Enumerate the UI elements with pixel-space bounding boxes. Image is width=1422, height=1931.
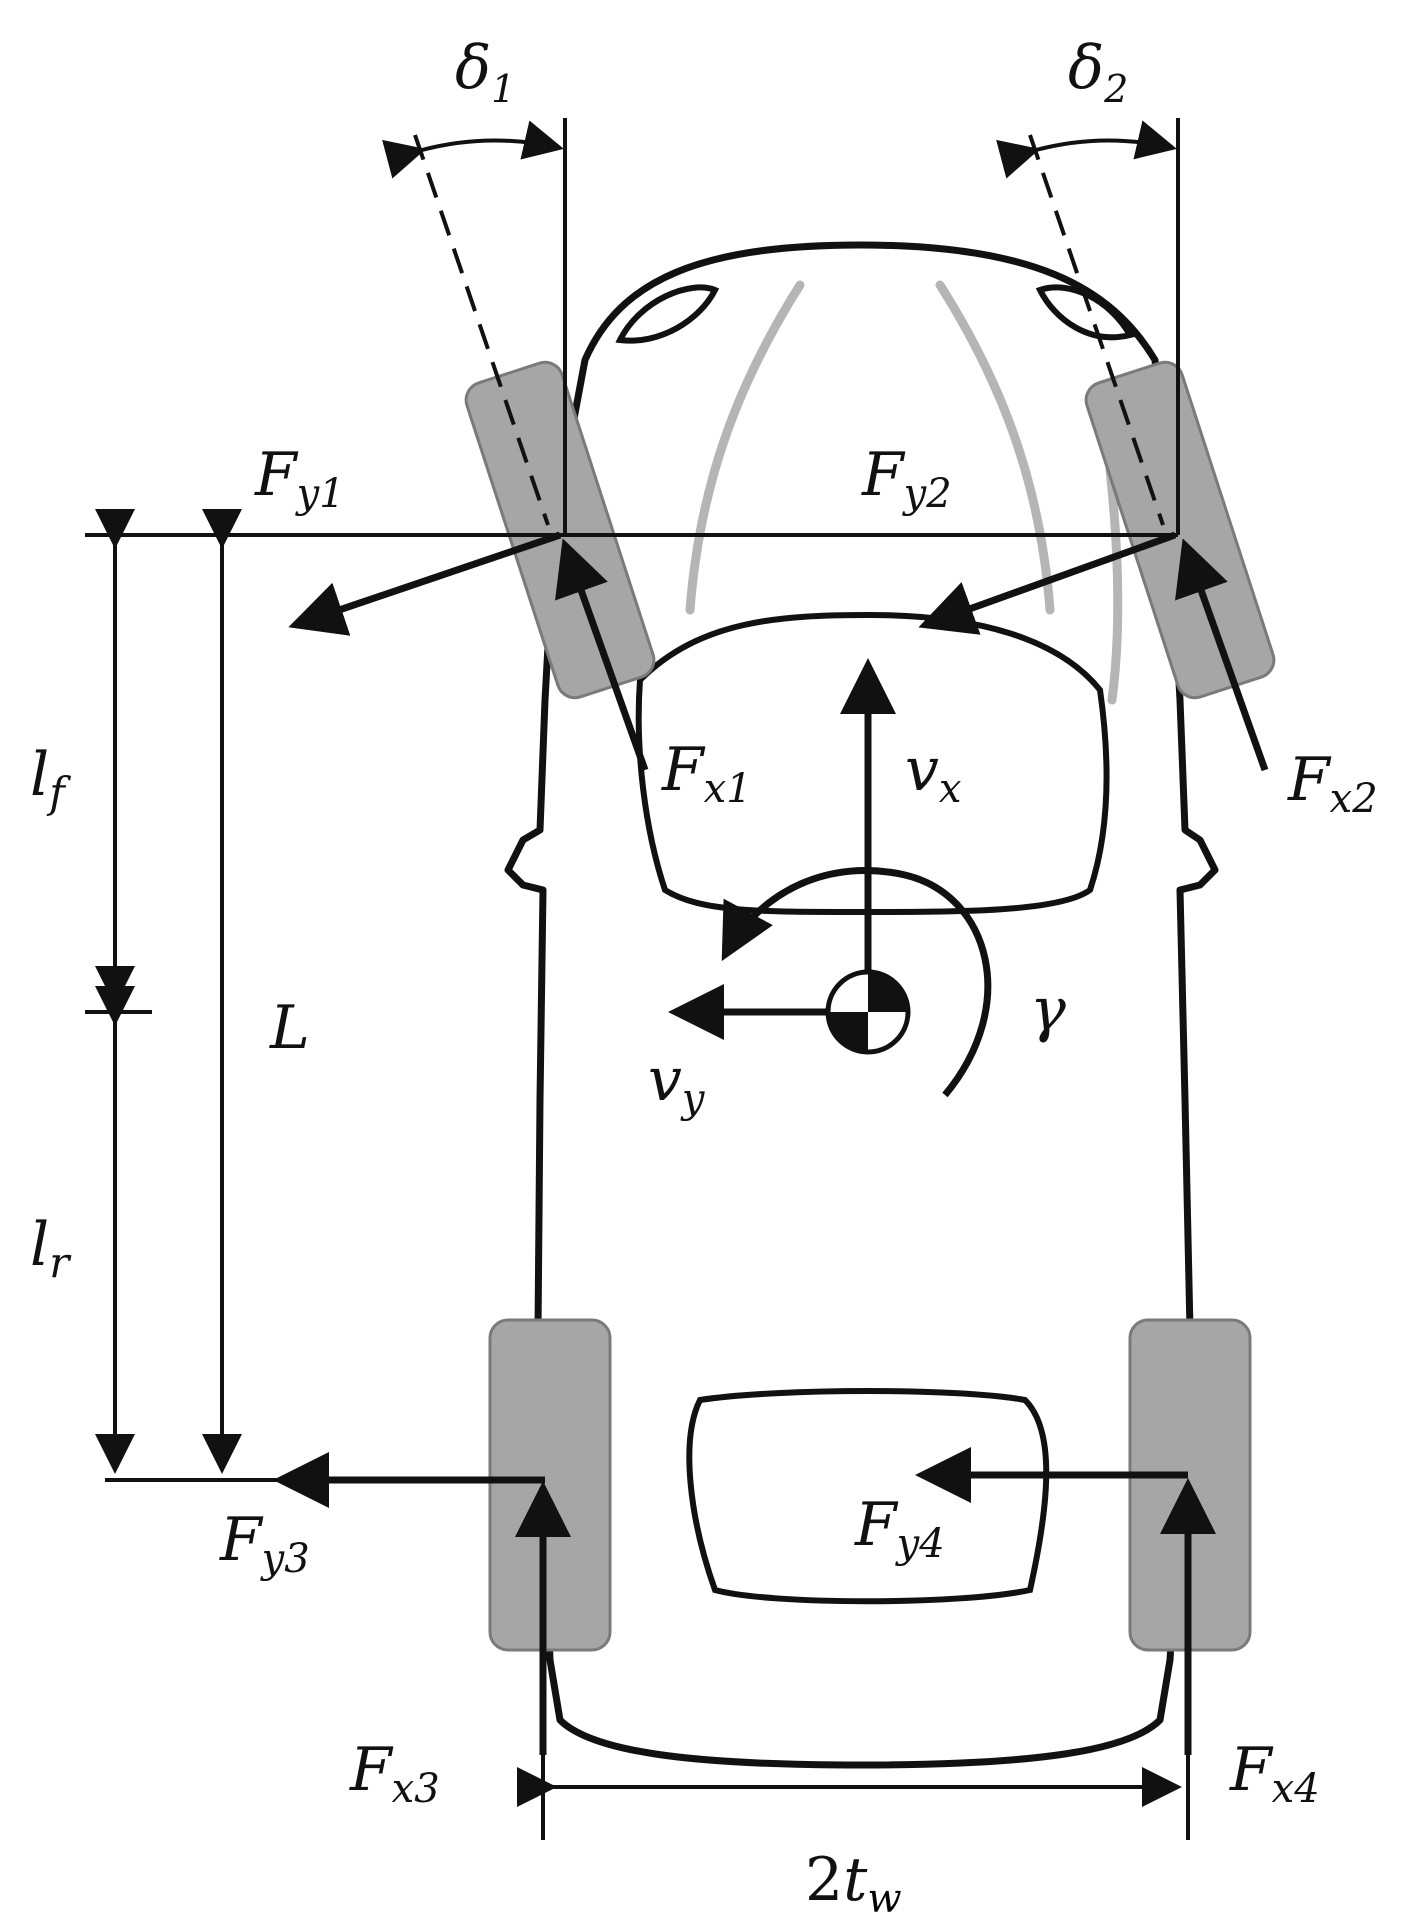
cg-symbol <box>825 969 911 1055</box>
force-arrows <box>273 531 1269 1755</box>
headlight-right <box>1035 284 1135 341</box>
car-front-details <box>615 284 1135 344</box>
label-delta1: δ1 <box>455 33 515 111</box>
labels: δ1 δ2 Fy1 Fy2 Fx1 Fx2 vx vy γ lf lr L <box>30 33 1378 1922</box>
rear-window <box>686 1388 1050 1605</box>
arrow-gamma <box>721 867 992 1098</box>
label-lf: lf <box>30 740 71 817</box>
arrow-fy2 <box>918 531 1177 635</box>
label-fy4: Fy4 <box>854 1490 945 1567</box>
wheel-rear-left <box>488 1318 612 1652</box>
windshield-lines <box>685 280 1123 705</box>
label-fy3: Fy3 <box>219 1505 310 1582</box>
label-vy: vy <box>648 1045 706 1122</box>
label-vx: vx <box>905 735 961 812</box>
label-fx2: Fx2 <box>1287 745 1378 822</box>
label-L: L <box>269 993 310 1063</box>
front-window <box>635 611 1110 915</box>
dashed-heading-left <box>413 134 550 526</box>
wheel-front-left <box>464 360 656 700</box>
label-fx3: Fx3 <box>349 1735 440 1812</box>
dashed-heading-right <box>1028 134 1165 526</box>
label-fy2: Fy2 <box>861 440 952 517</box>
label-fx4: Fx4 <box>1229 1735 1320 1812</box>
headlight-left <box>615 284 720 344</box>
label-gamma: γ <box>1030 975 1066 1045</box>
arrow-fy1 <box>288 531 562 636</box>
label-tw: 2tw <box>805 1845 902 1922</box>
steer-reference <box>382 118 1180 535</box>
delta2-arc <box>996 120 1177 179</box>
arrow-fx1 <box>555 538 649 772</box>
delta1-arc <box>382 120 564 179</box>
label-fx1: Fx1 <box>661 735 752 812</box>
label-lr: lr <box>30 1210 72 1287</box>
label-fy1: Fy1 <box>254 440 345 517</box>
label-delta2: δ2 <box>1068 33 1128 111</box>
arrow-fx2 <box>1175 538 1269 772</box>
